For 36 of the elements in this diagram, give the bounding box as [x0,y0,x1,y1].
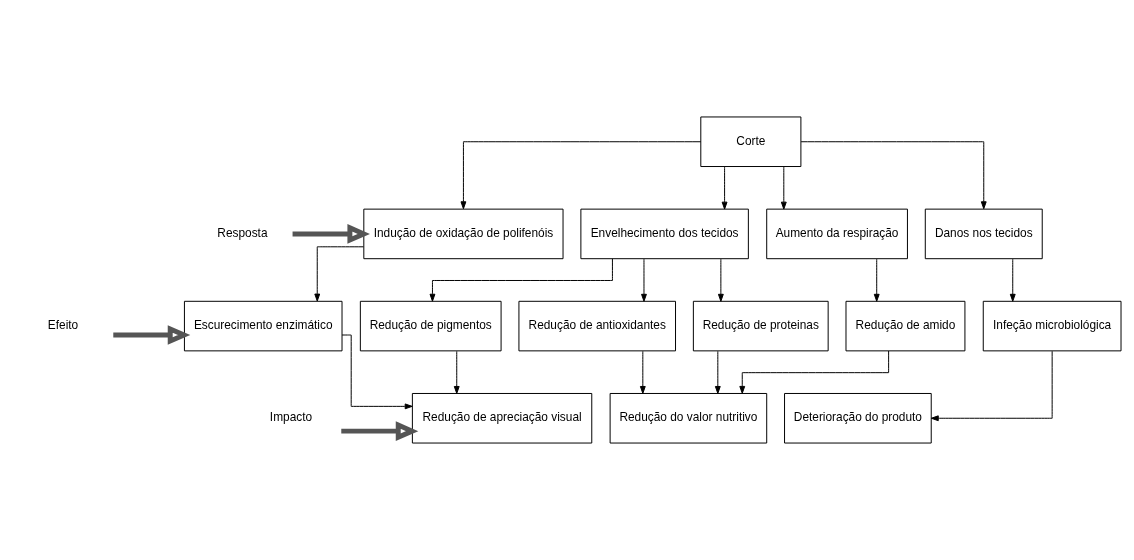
arrow [714,350,721,394]
arrow [341,421,419,441]
arrow [292,224,370,244]
arrow [717,258,724,302]
node-text: Efeito [47,318,79,333]
node-box: Redução do valor nutritivo [609,393,768,444]
arrow [1009,258,1016,302]
arrow [341,334,413,410]
node-text: Resposta [217,225,268,240]
node-box: Redução de antioxidantes [518,300,677,352]
node-box: Envelhecimento dos tecidos [580,208,749,260]
node-box: Redução de amido [845,300,966,352]
node-box: Redução de apreciação visual [411,393,593,444]
arrow [113,325,191,345]
arrow [453,350,460,394]
node-box: Indução de oxidação de polifenóis [363,208,564,260]
node-box: Danos nos tecidos [924,208,1043,260]
node-box: Aumento da respiração [766,208,908,260]
node-text: Impacto [269,410,313,425]
node-box: Infeção microbiológica [982,300,1122,352]
arrow [873,258,880,302]
node-box: Redução de pigmentos [359,300,502,352]
node-box: Escurecimento enzimático [183,300,343,352]
arrow [800,141,987,210]
arrow [739,350,890,394]
node-box: Corte [700,116,802,167]
arrow [930,350,1053,422]
arrow [429,258,613,302]
arrow [460,141,702,210]
node-box: Deterioração do produto [784,393,932,444]
arrow [721,166,728,210]
arrow [780,166,787,210]
node-box: Redução de proteinas [692,300,829,352]
arrow [641,258,647,302]
arrow [639,350,646,394]
arrow [314,246,364,302]
